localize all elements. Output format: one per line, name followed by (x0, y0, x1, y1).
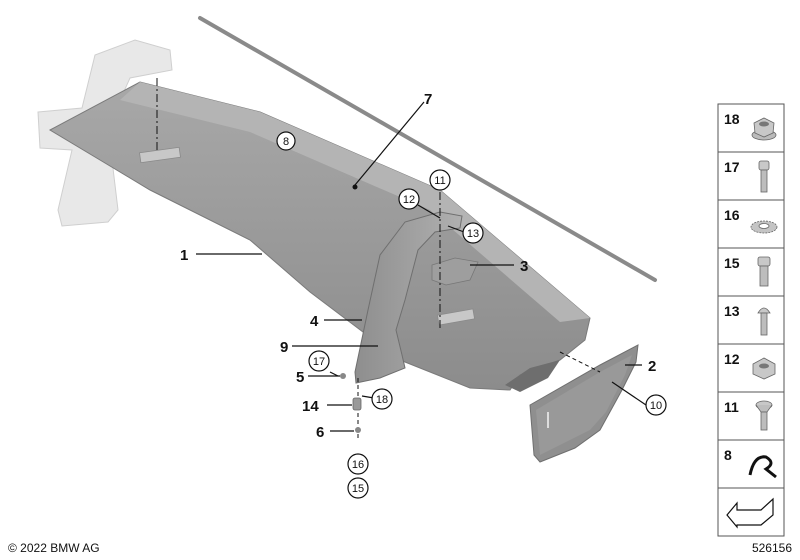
parts-panel: 18 17 16 15 13 12 11 8 (717, 103, 785, 537)
callout-3: 3 (520, 258, 528, 275)
callout-6: 6 (316, 424, 324, 441)
adhesive-tape-icon (748, 455, 777, 479)
callout-10: 10 (650, 400, 662, 412)
parts-panel-item: 13 (717, 295, 785, 345)
callout-12: 12 (403, 194, 415, 206)
parts-panel-number: 8 (724, 447, 732, 463)
parts-panel-cell (717, 151, 785, 201)
circled-callout-18: 18 (371, 388, 393, 410)
callout-16: 16 (352, 459, 364, 471)
circled-callout-16: 16 (347, 453, 369, 475)
parts-panel-item: 15 (717, 247, 785, 297)
parts-panel-number: 12 (724, 351, 740, 367)
part-14-nut (352, 397, 362, 411)
document-number: 526156 (751, 541, 792, 555)
button-head-bolt-icon (757, 307, 771, 336)
callout-18: 18 (376, 394, 388, 406)
wing-slot-left (139, 146, 181, 164)
callout-11: 11 (434, 175, 445, 187)
callout-8: 8 (283, 136, 289, 148)
callout-2: 2 (648, 358, 656, 375)
part-17-screw (340, 373, 346, 379)
parts-panel-item: 11 (717, 391, 785, 441)
mount-bracket (431, 257, 479, 286)
hex-nut-icon (752, 357, 776, 380)
parts-panel-number: 17 (724, 159, 740, 175)
parts-panel-cell (717, 391, 785, 441)
trim-strip (198, 16, 657, 282)
circled-callout-11: 11 (429, 169, 451, 191)
countersunk-bolt-icon (755, 400, 773, 431)
parts-panel-item: 16 (717, 199, 785, 249)
parts-panel-cell (717, 247, 785, 297)
callout-4: 4 (310, 313, 319, 330)
parts-panel-item: 17 (717, 151, 785, 201)
wing-slot-right (436, 308, 476, 326)
parts-panel-item: 8 (717, 439, 785, 489)
end-plate-inner (536, 355, 632, 455)
callout-7: 7 (424, 91, 432, 108)
parts-panel-number: 15 (724, 255, 740, 271)
part-6-washer (355, 427, 361, 433)
spoiler-top-surface (120, 82, 590, 322)
callout-1: 1 (180, 247, 188, 264)
leader-lines (196, 101, 647, 432)
assembly-line-2 (559, 351, 601, 373)
callout-14: 14 (302, 398, 319, 415)
parts-panel-number: 18 (724, 111, 740, 127)
circled-callout-17: 17 (308, 350, 330, 372)
support-stand (354, 211, 463, 384)
parts-panel-item: 12 (717, 343, 785, 393)
callout-9: 9 (280, 339, 288, 356)
parts-panel-number: 13 (724, 303, 740, 319)
parts-panel-cell (717, 295, 785, 345)
circled-callout-13: 13 (462, 222, 484, 244)
callout-17: 17 (313, 356, 325, 368)
trim-dot (352, 184, 358, 190)
callout-13: 13 (467, 228, 479, 240)
parts-panel-number: 16 (724, 207, 740, 223)
parts-panel-cell (717, 439, 785, 489)
spoiler-wing (48, 81, 591, 391)
circled-callout-10: 10 (645, 394, 667, 416)
copyright-text: © 2022 BMW AG (8, 541, 100, 555)
callout-5: 5 (296, 369, 304, 386)
circled-callout-15: 15 (347, 477, 369, 499)
circled-callout-12: 12 (398, 188, 420, 210)
hex-socket-bolt-icon (757, 256, 771, 287)
spoiler-end-cap (505, 360, 560, 392)
parts-panel-item: 18 (717, 103, 785, 153)
parts-panel-number: 11 (724, 399, 739, 415)
parts-panel-item (717, 487, 785, 537)
flange-nut-icon (751, 117, 777, 141)
socket-head-screw-icon (758, 160, 770, 193)
callout-15: 15 (352, 483, 364, 495)
direction-arrow-icon (726, 497, 774, 529)
serrated-washer-icon (750, 220, 778, 234)
circled-callout-8: 8 (276, 131, 296, 151)
